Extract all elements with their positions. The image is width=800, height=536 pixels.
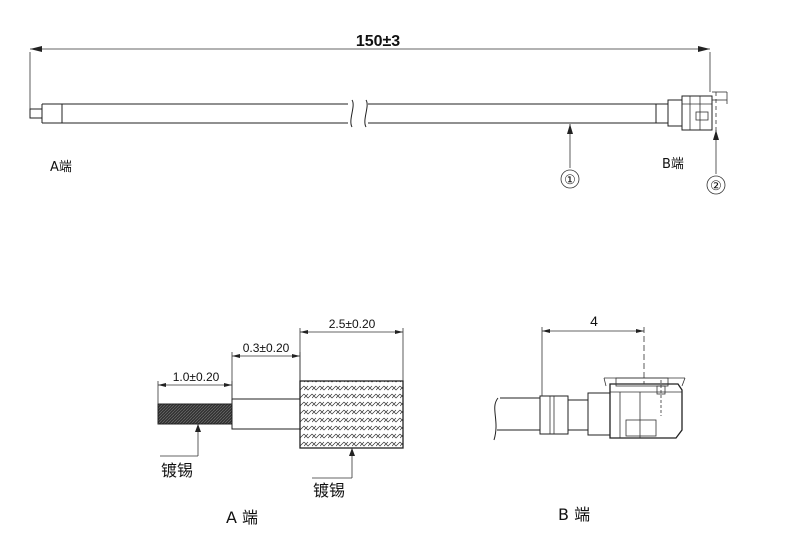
dim-b-width-label: 4: [590, 313, 598, 329]
cable-body: [29, 91, 728, 135]
callout-2: ②: [706, 130, 726, 195]
end-a-label: A端: [50, 160, 72, 175]
dim-b-width: 4: [541, 313, 645, 396]
dim-pin-length: 1.0±0.20: [157, 370, 233, 404]
end-b-label: B端: [662, 157, 684, 172]
dim-braid-label: 2.5±0.20: [329, 317, 376, 331]
overall-length-label: 150±3: [356, 33, 400, 50]
tinned-braid: [299, 380, 404, 449]
pin-note-label: 镀锡: [161, 461, 193, 480]
callout-1: ①: [560, 124, 580, 189]
dim-pin-label: 1.0±0.20: [173, 370, 220, 384]
dim-gap-label: 0.3±0.20: [243, 341, 290, 355]
overall-length-dimension: 150±3: [29, 33, 711, 115]
dim-braid-length: 2.5±0.20: [299, 317, 404, 381]
braid-note-leader: 镀锡: [312, 448, 355, 500]
callout-2-label: ②: [710, 178, 722, 193]
detail-b-view: 4 B 端: [493, 313, 686, 524]
detail-a-title: A 端: [226, 508, 258, 527]
braid-note-label: 镀锡: [313, 481, 345, 500]
detail-a-view: 1.0±0.20 0.3±0.20 2.5±0.20 镀锡: [157, 317, 404, 527]
dielectric: [231, 398, 301, 430]
overall-cable-view: 150±3: [29, 33, 728, 195]
detail-b-title: B 端: [558, 505, 590, 524]
pin-note-leader: 镀锡: [160, 424, 201, 480]
tinned-pin: [157, 403, 233, 425]
dim-gap-length: 0.3±0.20: [231, 341, 301, 399]
callout-1-label: ①: [564, 172, 576, 187]
